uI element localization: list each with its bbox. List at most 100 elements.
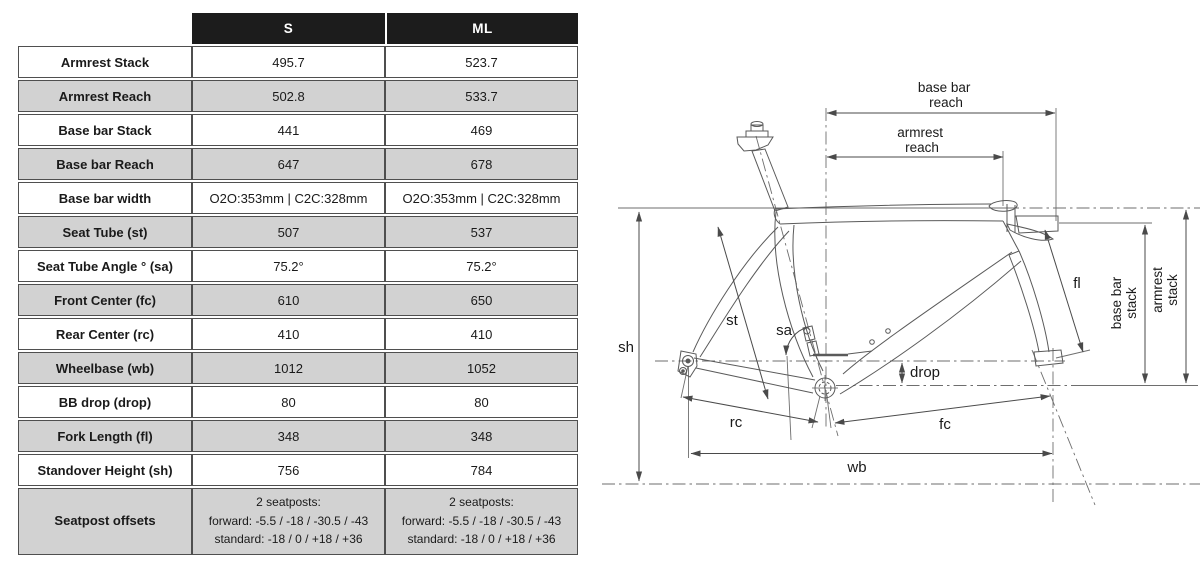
dim-seat-angle-arc	[783, 326, 809, 356]
bb-extension-left	[811, 395, 821, 429]
value-s: 2 seatposts: forward: -5.5 / -18 / -30.5…	[192, 488, 385, 555]
reference-lines	[602, 108, 1200, 506]
offsets-line: 2 seatposts:	[449, 495, 514, 509]
table-row: Armrest Stack 495.7 523.7	[18, 46, 578, 78]
dimension-labels: base bar reach armrest reach sh st sa dr…	[618, 80, 1180, 476]
row-label: Base bar Reach	[18, 148, 192, 180]
top-tube-top	[774, 203, 992, 210]
steering-axis	[1031, 349, 1096, 506]
value-ml: 784	[385, 454, 578, 486]
value-s: 441	[192, 114, 385, 146]
value-s: 80	[192, 386, 385, 418]
bb-extension-right	[826, 396, 832, 429]
value-s: 647	[192, 148, 385, 180]
value-s: 410	[192, 318, 385, 350]
seat-tube-rear	[774, 211, 814, 378]
value-s: 610	[192, 284, 385, 316]
table-row: Front Center (fc) 610 650	[18, 284, 578, 316]
offsets-line: standard: -18 / 0 / +18 / +36	[407, 532, 556, 547]
dim-seat-tube	[717, 226, 769, 400]
value-s: 756	[192, 454, 385, 486]
derailleur-hanger	[679, 367, 687, 375]
bb-crosshair	[812, 375, 838, 401]
dim-fork-length	[1044, 229, 1084, 353]
row-label: Front Center (fc)	[18, 284, 192, 316]
dim-rear-center	[682, 395, 819, 424]
base-bar	[1015, 215, 1059, 234]
value-ml: O2O:353mm | C2C:328mm	[385, 182, 578, 214]
seat-clamp-bolt	[750, 121, 764, 127]
value-ml: 469	[385, 114, 578, 146]
row-label: Seat Tube (st)	[18, 216, 192, 248]
table-row: Rear Center (rc) 410 410	[18, 318, 578, 350]
value-ml: 80	[385, 386, 578, 418]
svg-text:stack: stack	[1165, 274, 1180, 306]
table-row-seatpost-offsets: Seatpost offsets 2 seatposts: forward: -…	[18, 488, 578, 555]
value-ml: 348	[385, 420, 578, 452]
head-tube	[1002, 220, 1020, 252]
value-ml: 1052	[385, 352, 578, 384]
fd-mount-1	[802, 325, 816, 342]
seat-clamp	[736, 136, 774, 152]
value-ml: 410	[385, 318, 578, 350]
seat-stay-top	[692, 226, 779, 353]
table-row: Fork Length (fl) 348 348	[18, 420, 578, 452]
value-s: 502.8	[192, 80, 385, 112]
row-label: Rear Center (rc)	[18, 318, 192, 350]
table-row: Seat Tube Angle ° (sa) 75.2° 75.2°	[18, 250, 578, 282]
table-header-row: S ML	[18, 13, 578, 44]
row-label: Fork Length (fl)	[18, 420, 192, 452]
sa-extension	[786, 355, 792, 441]
table-row: Armrest Reach 502.8 533.7	[18, 80, 578, 112]
label-wb: wb	[846, 459, 866, 476]
label-sa: sa	[776, 322, 793, 339]
value-ml: 650	[385, 284, 578, 316]
fork-outer	[1018, 250, 1050, 353]
svg-text:base bar: base bar	[1109, 276, 1124, 329]
label-base-bar-stack: base bar stack	[1109, 276, 1139, 329]
value-ml: 537	[385, 216, 578, 248]
offsets-line: forward: -5.5 / -18 / -30.5 / -43	[401, 513, 562, 528]
value-s: 507	[192, 216, 385, 248]
value-ml: 533.7	[385, 80, 578, 112]
rear-dropout	[677, 350, 698, 378]
table-row: Base bar Stack 441 469	[18, 114, 578, 146]
dimension-lines	[635, 109, 1190, 482]
row-label: Armrest Stack	[18, 46, 192, 78]
value-ml: 75.2°	[385, 250, 578, 282]
bottle-boss	[885, 328, 891, 334]
label-drop: drop	[910, 364, 940, 381]
seatpost	[751, 148, 789, 212]
seat-tube-front	[792, 224, 824, 372]
col-header-ml: ML	[385, 13, 578, 44]
fork-dropout	[1033, 349, 1064, 367]
offsets-line: forward: -5.5 / -18 / -30.5 / -43	[208, 513, 369, 528]
row-label: Base bar width	[18, 182, 192, 214]
seat-clamp-washer	[745, 130, 769, 138]
top-tube-bottom	[779, 220, 1004, 225]
down-tube-bottom	[839, 260, 1022, 395]
value-s: 348	[192, 420, 385, 452]
label-base-bar-reach: base bar reach	[918, 80, 974, 110]
armrest-pad	[988, 200, 1018, 212]
row-label: BB drop (drop)	[18, 386, 192, 418]
chain-stay-bottom	[695, 367, 814, 394]
seat-cluster	[773, 208, 781, 225]
table-row: Seat Tube (st) 507 537	[18, 216, 578, 248]
row-label: Standover Height (sh)	[18, 454, 192, 486]
value-ml: 2 seatposts: forward: -5.5 / -18 / -30.5…	[385, 488, 578, 555]
table-row: Base bar Reach 647 678	[18, 148, 578, 180]
down-tube-top	[842, 251, 1013, 375]
table-row: Wheelbase (wb) 1012 1052	[18, 352, 578, 384]
col-header-s: S	[192, 13, 385, 44]
fd-mount-bolt	[803, 327, 811, 335]
value-ml: 678	[385, 148, 578, 180]
label-armrest-stack: armrest stack	[1150, 267, 1180, 313]
value-s: O2O:353mm | C2C:328mm	[192, 182, 385, 214]
row-label: Seat Tube Angle ° (sa)	[18, 250, 192, 282]
bottle-boss	[869, 339, 875, 345]
sa-datum-thin	[847, 350, 873, 355]
row-label: Wheelbase (wb)	[18, 352, 192, 384]
